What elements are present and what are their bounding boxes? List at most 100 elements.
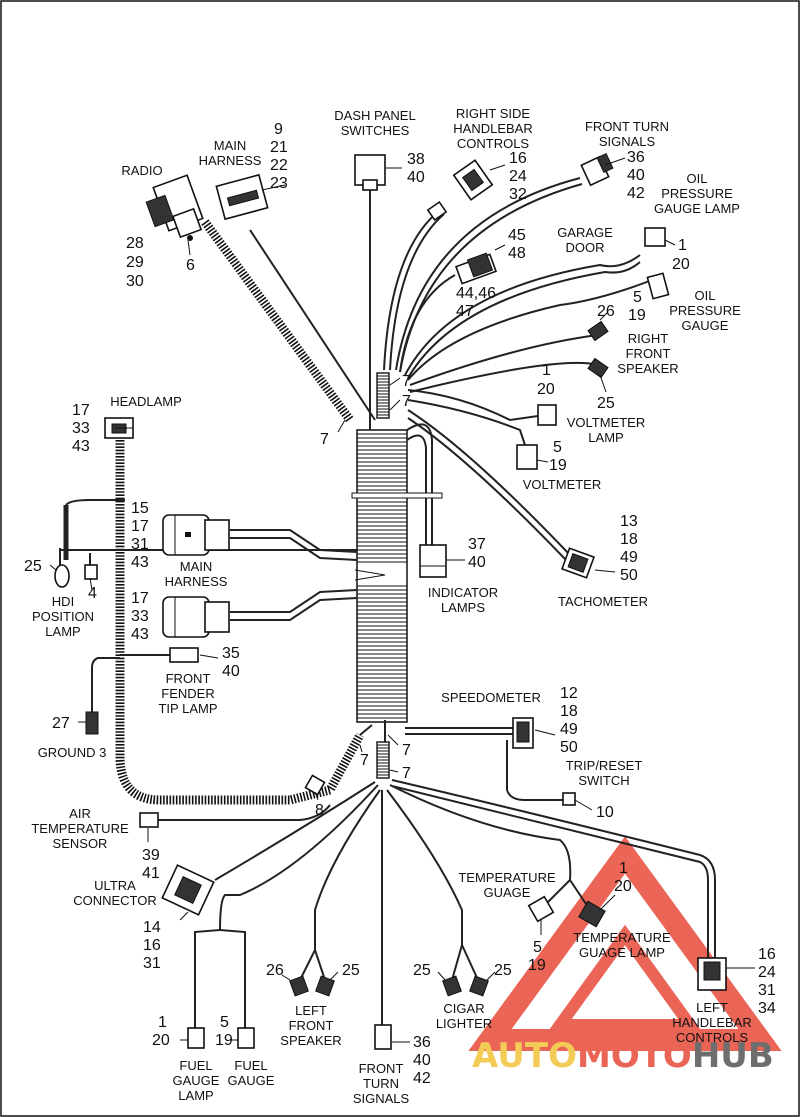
num-speedo-0: 12 (560, 685, 578, 702)
num-clip-b: 7 (402, 393, 411, 410)
num-opg-0: 5 (633, 289, 642, 306)
label-rshc-2: HANDLEBAR (453, 121, 532, 136)
radio-connector (145, 174, 204, 241)
num-mht-3: 23 (270, 175, 288, 192)
num-ground: 27 (52, 715, 70, 732)
num-mha-3: 43 (131, 554, 149, 571)
hdi-lamp-connector (84, 564, 98, 580)
voltmeter-connector (516, 444, 538, 470)
bottom-wire-fan (194, 720, 716, 1030)
num-lhc-0: 16 (758, 946, 776, 963)
label-garage-2: DOOR (566, 240, 605, 255)
cigar-lighter-connector-a (442, 975, 462, 997)
right-speaker-connector-a (587, 320, 609, 342)
main-harness-top-connector (215, 173, 269, 221)
num-speedo-2: 49 (560, 721, 578, 738)
num-acc-0: 45 (508, 227, 526, 244)
num-head-1: 33 (72, 420, 90, 437)
label-lhc-3: CONTROLS (676, 1030, 749, 1045)
label-tachometer: TACHOMETER (558, 594, 648, 609)
label-mh-2: HARNESS (165, 574, 228, 589)
voltmeter-lamp-connector (537, 404, 557, 426)
num-ff-0: 35 (222, 645, 240, 662)
num-vl-1: 20 (537, 381, 555, 398)
label-voltmeter: VOLTMETER (523, 477, 602, 492)
tachometer-connector (560, 547, 596, 579)
accessory-connector (454, 252, 498, 285)
label-lfs-1: LEFT (295, 1003, 327, 1018)
label-opgl-2: PRESSURE (661, 186, 733, 201)
num-fts-2: 42 (627, 185, 645, 202)
label-fts2-3: SIGNALS (353, 1091, 410, 1106)
num-clip-d: 7 (402, 742, 411, 759)
num-tg-1: 19 (528, 957, 546, 974)
num-air-1: 41 (142, 865, 160, 882)
label-air-3: SENSOR (53, 836, 108, 851)
front-turn-signals-top-connector (580, 152, 614, 187)
num-mht-2: 22 (270, 157, 288, 174)
num-clamp: 8 (315, 802, 324, 819)
ground-terminal (85, 711, 99, 735)
watermark: AUTOMOTOHUB (468, 836, 782, 1076)
num-lhc-1: 24 (758, 964, 776, 981)
label-rshc-1: RIGHT SIDE (456, 106, 530, 121)
num-tach-2: 49 (620, 549, 638, 566)
label-air-2: TEMPERATURE (31, 821, 129, 836)
num-mht-1: 21 (270, 139, 288, 156)
num-ff-1: 40 (222, 663, 240, 680)
central-harness (230, 423, 443, 723)
label-hdi-2: POSITION (32, 609, 94, 624)
label-opgl-1: OIL (687, 171, 708, 186)
num-lhc-2: 31 (758, 982, 776, 999)
label-radio: RADIO (121, 163, 162, 178)
num-acc2-1: 47 (456, 303, 474, 320)
main-harness-connector-a (162, 514, 230, 556)
label-rfs-1: RIGHT (628, 331, 669, 346)
label-fgl-2: GAUGE (173, 1073, 220, 1088)
num-air-0: 39 (142, 847, 160, 864)
label-air-1: AIR (69, 806, 91, 821)
label-tgl-2: GUAGE LAMP (579, 945, 665, 960)
label-ff-2: FENDER (161, 686, 214, 701)
num-cig-b: 25 (494, 962, 512, 979)
label-fts-2: SIGNALS (599, 134, 656, 149)
num-rfs-b: 25 (597, 395, 615, 412)
garage-door-connector (644, 227, 666, 247)
num-mha-2: 31 (131, 536, 149, 553)
num-fgl-0: 1 (158, 1014, 167, 1031)
label-tg-1: TEMPERATURE (458, 870, 556, 885)
num-clip-a: 7 (402, 373, 411, 390)
num-hdi-b: 4 (88, 585, 97, 602)
label-opg-1: OIL (695, 288, 716, 303)
num-tach-1: 18 (620, 531, 638, 548)
label-dash-1: DASH PANEL (334, 108, 415, 123)
cigar-lighter-connector-b (469, 975, 489, 997)
label-lhc-1: LEFT (696, 1000, 728, 1015)
num-head-0: 17 (72, 402, 90, 419)
watermark-hub: HUB (692, 1036, 774, 1076)
label-fgl-1: FUEL (179, 1058, 212, 1073)
label-mh-1: MAIN (180, 559, 213, 574)
trip-reset-switch (562, 792, 576, 806)
label-lhc-2: HANDLEBAR (672, 1015, 751, 1030)
num-clip-f: 7 (360, 752, 369, 769)
label-trip-1: TRIP/RESET (566, 758, 643, 773)
num-ultra-2: 31 (143, 955, 161, 972)
num-lfs-a: 26 (266, 962, 284, 979)
label-trip-2: SWITCH (578, 773, 629, 788)
label-fts2-2: TURN (363, 1076, 399, 1091)
num-trip: 10 (596, 804, 614, 821)
label-opgl-3: GAUGE LAMP (654, 201, 740, 216)
num-fg-1: 19 (215, 1032, 233, 1049)
num-fts2-0: 36 (413, 1034, 431, 1051)
num-rfs-a: 26 (597, 303, 615, 320)
num-acc2-0: 44,46 (456, 285, 496, 302)
label-rfs-3: SPEAKER (617, 361, 678, 376)
num-dash-1: 40 (407, 169, 425, 186)
top-wire-fan (201, 177, 653, 561)
num-mha-0: 15 (131, 500, 149, 517)
num-mhb-1: 33 (131, 608, 149, 625)
temperature-gauge-lamp-connector (578, 900, 606, 928)
left-speaker-connector-b (315, 975, 335, 997)
